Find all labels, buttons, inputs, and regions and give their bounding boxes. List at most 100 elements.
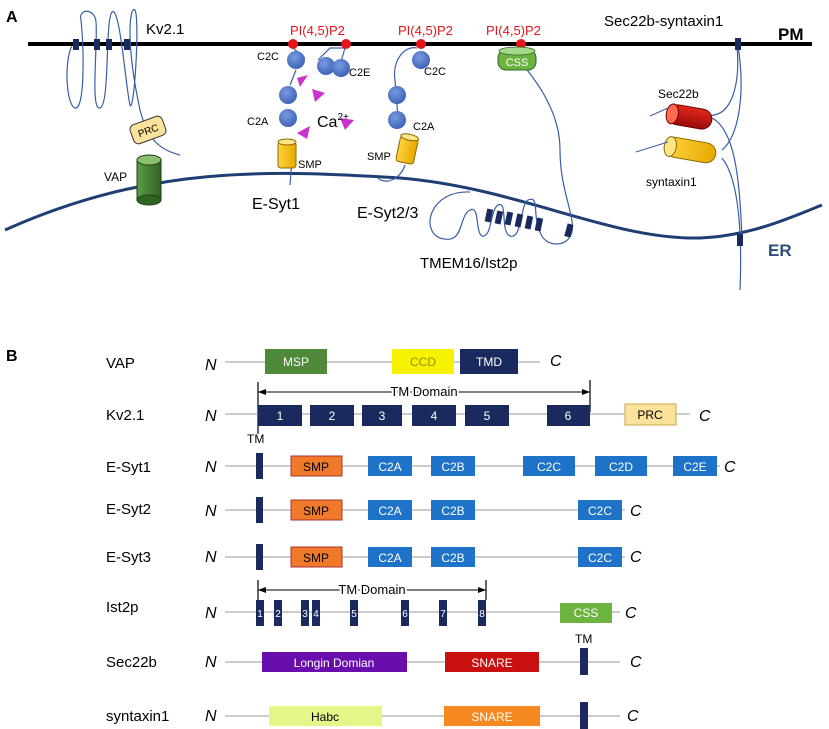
vap-n-terminus: N	[205, 357, 217, 374]
ist2p-tm3: 3	[302, 609, 308, 620]
esyt23-label: E-Syt2/3	[357, 205, 418, 222]
row-esyt1: TM E-Syt1 N SMP C2A C2B C2C C2D C2E C	[106, 432, 736, 479]
ist2p-tm-domain-label: TM Domain	[338, 582, 405, 597]
ist2p-tm5: 5	[351, 609, 357, 620]
esyt3-n-terminus: N	[205, 549, 217, 566]
css-label: CSS	[506, 57, 529, 69]
esyt1-c2c-label: C2C	[257, 51, 279, 63]
esyt23-smp-label: SMP	[367, 151, 391, 163]
vap-c-terminus: C	[550, 353, 562, 370]
sec22b-helix	[665, 103, 713, 130]
prc-domain: PRC	[129, 115, 167, 145]
esyt23-c2c-label: C2C	[424, 66, 446, 78]
pm-label: PM	[778, 25, 804, 44]
ist2p-tm8: 8	[479, 609, 485, 620]
esyt3-smp-domain: SMP	[303, 551, 329, 565]
esyt2-c-terminus: C	[630, 503, 642, 520]
sec22b-label-a: Sec22b	[658, 87, 699, 101]
esyt2-row-name: E-Syt2	[106, 501, 151, 518]
kv21-label: Kv2.1	[146, 21, 184, 38]
syntaxin1-snare-domain: SNARE	[471, 710, 512, 724]
esyt1-row-name: E-Syt1	[106, 459, 151, 476]
kv21-tm2: 2	[329, 409, 336, 423]
kv21-c-terminus: C	[699, 408, 711, 425]
row-esyt3: E-Syt3 N SMP C2A C2B C2C C	[106, 544, 642, 570]
kv21-row-name: Kv2.1	[106, 407, 144, 424]
kv21-tm3: 3	[379, 409, 386, 423]
sec22b-syntaxin1-complex: Sec22b-syntaxin1 Sec22b syntaxin1	[604, 13, 743, 291]
esyt2-c2a-domain: C2A	[378, 504, 401, 518]
pip2-label-3: PI(4,5)P2	[486, 23, 541, 38]
esyt1-protein: C2C C2E C2A SMP Ca2+ E-Syt1	[247, 39, 370, 213]
kv21-n-terminus: N	[205, 408, 217, 425]
panel-a: A PM ER Kv2.1 PRC VAP PI(4,5)	[4, 9, 823, 291]
esyt3-c2b-domain: C2B	[441, 551, 464, 565]
syntaxin1-label-a: syntaxin1	[646, 175, 697, 189]
tmem16-label: TMEM16/Ist2p	[420, 255, 518, 272]
kv21-tm5: 5	[484, 409, 491, 423]
ist2p-tm1: 1	[257, 609, 263, 620]
panel-b: B VAP N MSP CCD TMD C TM Domain Kv2.1 N	[6, 348, 736, 729]
esyt23-protein: C2C C2A SMP E-Syt2/3	[357, 39, 446, 222]
esyt3-c-terminus: C	[630, 549, 642, 566]
ist2p-c-terminus: C	[625, 605, 637, 622]
vap-ccd-label: CCD	[410, 355, 436, 369]
syntaxin1-helix	[663, 136, 717, 164]
esyt1-c2a-label: C2A	[247, 116, 269, 128]
sec22b-c-terminus: C	[630, 654, 642, 671]
sec22b-row-name: Sec22b	[106, 654, 157, 671]
syntaxin1-row-name: syntaxin1	[106, 708, 169, 725]
row-ist2p: TM Domain Ist2p N 1 2 3 4 5 6 7 8 CSS C	[106, 580, 637, 626]
tmem16-ist2p-protein: CSS TMEM16/Ist2p	[420, 39, 574, 272]
syntaxin1-n-terminus: N	[205, 708, 217, 725]
esyt1-n-terminus: N	[205, 459, 217, 476]
esyt2-n-terminus: N	[205, 503, 217, 520]
esyt3-row-name: E-Syt3	[106, 549, 151, 566]
ist2p-n-terminus: N	[205, 605, 217, 622]
ist2p-tm2: 2	[275, 609, 281, 620]
kv21-prc-label: PRC	[637, 408, 663, 422]
esyt1-tm-label: TM	[247, 432, 264, 446]
ist2p-tm7: 7	[440, 609, 446, 620]
syntaxin1-habc-domain: Habc	[311, 710, 339, 724]
esyt1-c2b-domain: C2B	[441, 460, 464, 474]
syntaxin1-c-terminus: C	[627, 708, 639, 725]
row-esyt2: E-Syt2 N SMP C2A C2B C2C C	[106, 497, 642, 523]
esyt3-c2a-domain: C2A	[378, 551, 401, 565]
sec22b-snare-domain: SNARE	[471, 656, 512, 670]
pip2-label-2: PI(4,5)P2	[398, 23, 453, 38]
kv21-tm-domain-label: TM Domain	[390, 384, 457, 399]
vap-label: VAP	[104, 170, 127, 184]
esyt1-c2c-domain: C2C	[537, 460, 561, 474]
kv21-tm1: 1	[277, 409, 284, 423]
ist2p-css-domain: CSS	[574, 606, 599, 620]
er-label: ER	[768, 241, 792, 260]
esyt1-c-terminus: C	[724, 459, 736, 476]
esyt1-c2d-domain: C2D	[609, 460, 633, 474]
ist2p-tm4: 4	[313, 609, 319, 620]
sec22b-syntaxin1-label: Sec22b-syntaxin1	[604, 13, 723, 30]
sec22b-tm-label: TM	[575, 632, 592, 646]
vap-row-name: VAP	[106, 355, 135, 372]
panel-a-letter: A	[6, 9, 18, 26]
kv21-tm4: 4	[431, 409, 438, 423]
row-kv21: TM Domain Kv2.1 N 1 2 3 4 5 6 PRC C	[106, 380, 711, 434]
esyt2-c2b-domain: C2B	[441, 504, 464, 518]
vap-protein: VAP	[104, 154, 162, 206]
panel-b-letter: B	[6, 348, 18, 365]
vap-tmd-label: TMD	[476, 355, 502, 369]
row-sec22b: TM Sec22b N Longin Domian SNARE C	[106, 632, 642, 675]
esyt23-c2a-label: C2A	[413, 121, 435, 133]
esyt1-smp-domain: SMP	[303, 460, 329, 474]
ist2p-row-name: Ist2p	[106, 599, 139, 616]
esyt2-c2c-domain: C2C	[588, 504, 612, 518]
esyt1-smp-label: SMP	[298, 159, 322, 171]
esyt1-c2a-domain: C2A	[378, 460, 401, 474]
kv21-tm6: 6	[565, 409, 572, 423]
sec22b-longin-domain: Longin Domian	[294, 656, 375, 670]
pip2-label-1: PI(4,5)P2	[290, 23, 345, 38]
esyt1-c2e-domain: C2E	[683, 460, 706, 474]
row-vap: VAP N MSP CCD TMD C	[106, 349, 562, 374]
ist2p-tm6: 6	[402, 609, 408, 620]
